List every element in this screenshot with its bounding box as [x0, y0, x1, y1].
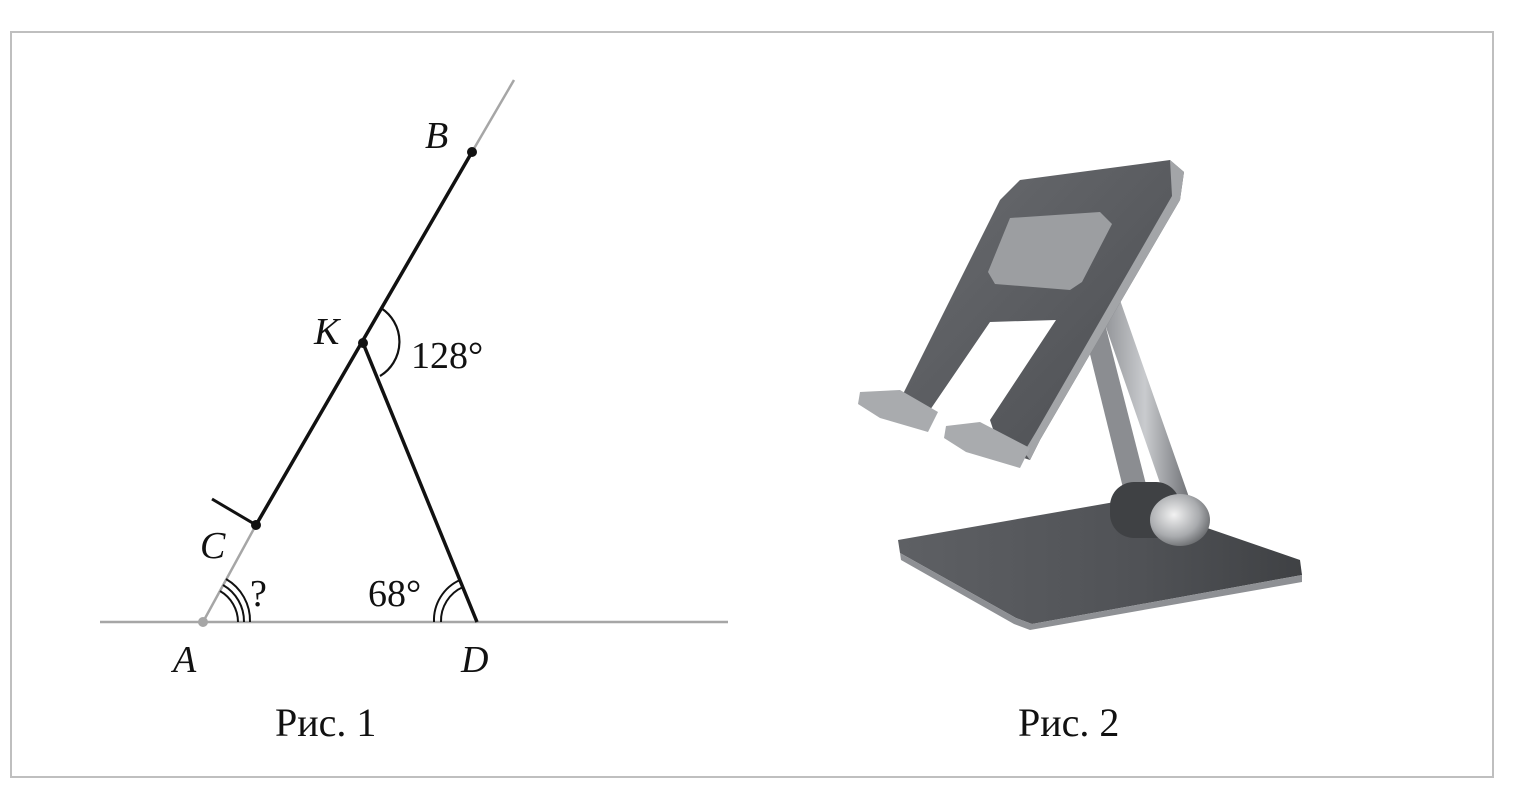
tick-mark-C — [211, 497, 257, 527]
figure-frame — [10, 31, 1494, 778]
angle-label-K: 128° — [411, 335, 483, 377]
label-C: C — [200, 525, 226, 567]
angle-arc-A-1 — [219, 590, 239, 623]
angle-arc-A-2 — [222, 584, 246, 623]
label-B: B — [425, 115, 448, 157]
segment-KD — [361, 342, 479, 623]
stand-lip-left — [858, 390, 938, 432]
stand-grip-pad — [988, 212, 1112, 290]
angle-arc-A-3 — [225, 578, 252, 623]
stand-base — [898, 500, 1302, 624]
label-K: K — [313, 311, 341, 353]
stand-panel — [900, 160, 1184, 460]
point-C — [251, 520, 261, 530]
angle-arc-D-2 — [439, 586, 464, 623]
stand-panel-edge — [1024, 160, 1184, 460]
point-K — [358, 338, 368, 348]
stand-lip-right — [944, 422, 1030, 468]
segment-AC — [201, 524, 258, 623]
line-extension-top — [470, 79, 516, 153]
label-D: D — [460, 639, 488, 681]
angle-arc-D-1 — [432, 579, 461, 623]
point-A — [198, 617, 208, 627]
angle-label-D: 68° — [368, 573, 421, 615]
stand-arm-back — [1100, 300, 1190, 512]
stand-knob — [1150, 494, 1210, 546]
point-B — [467, 147, 477, 157]
angle-label-A: ? — [250, 573, 267, 615]
caption-figure2: Рис. 2 — [1018, 700, 1119, 745]
angle-arc-K — [379, 307, 401, 377]
figure1-diagram: B K C A D 128° 68° ? Рис. 1 — [100, 79, 728, 745]
stand-arm-front — [1084, 320, 1150, 508]
tablet-stand-image: Рис. 2 — [858, 160, 1302, 745]
label-A: A — [170, 639, 197, 681]
stand-base-edge — [900, 553, 1302, 630]
caption-figure1: Рис. 1 — [275, 700, 376, 745]
